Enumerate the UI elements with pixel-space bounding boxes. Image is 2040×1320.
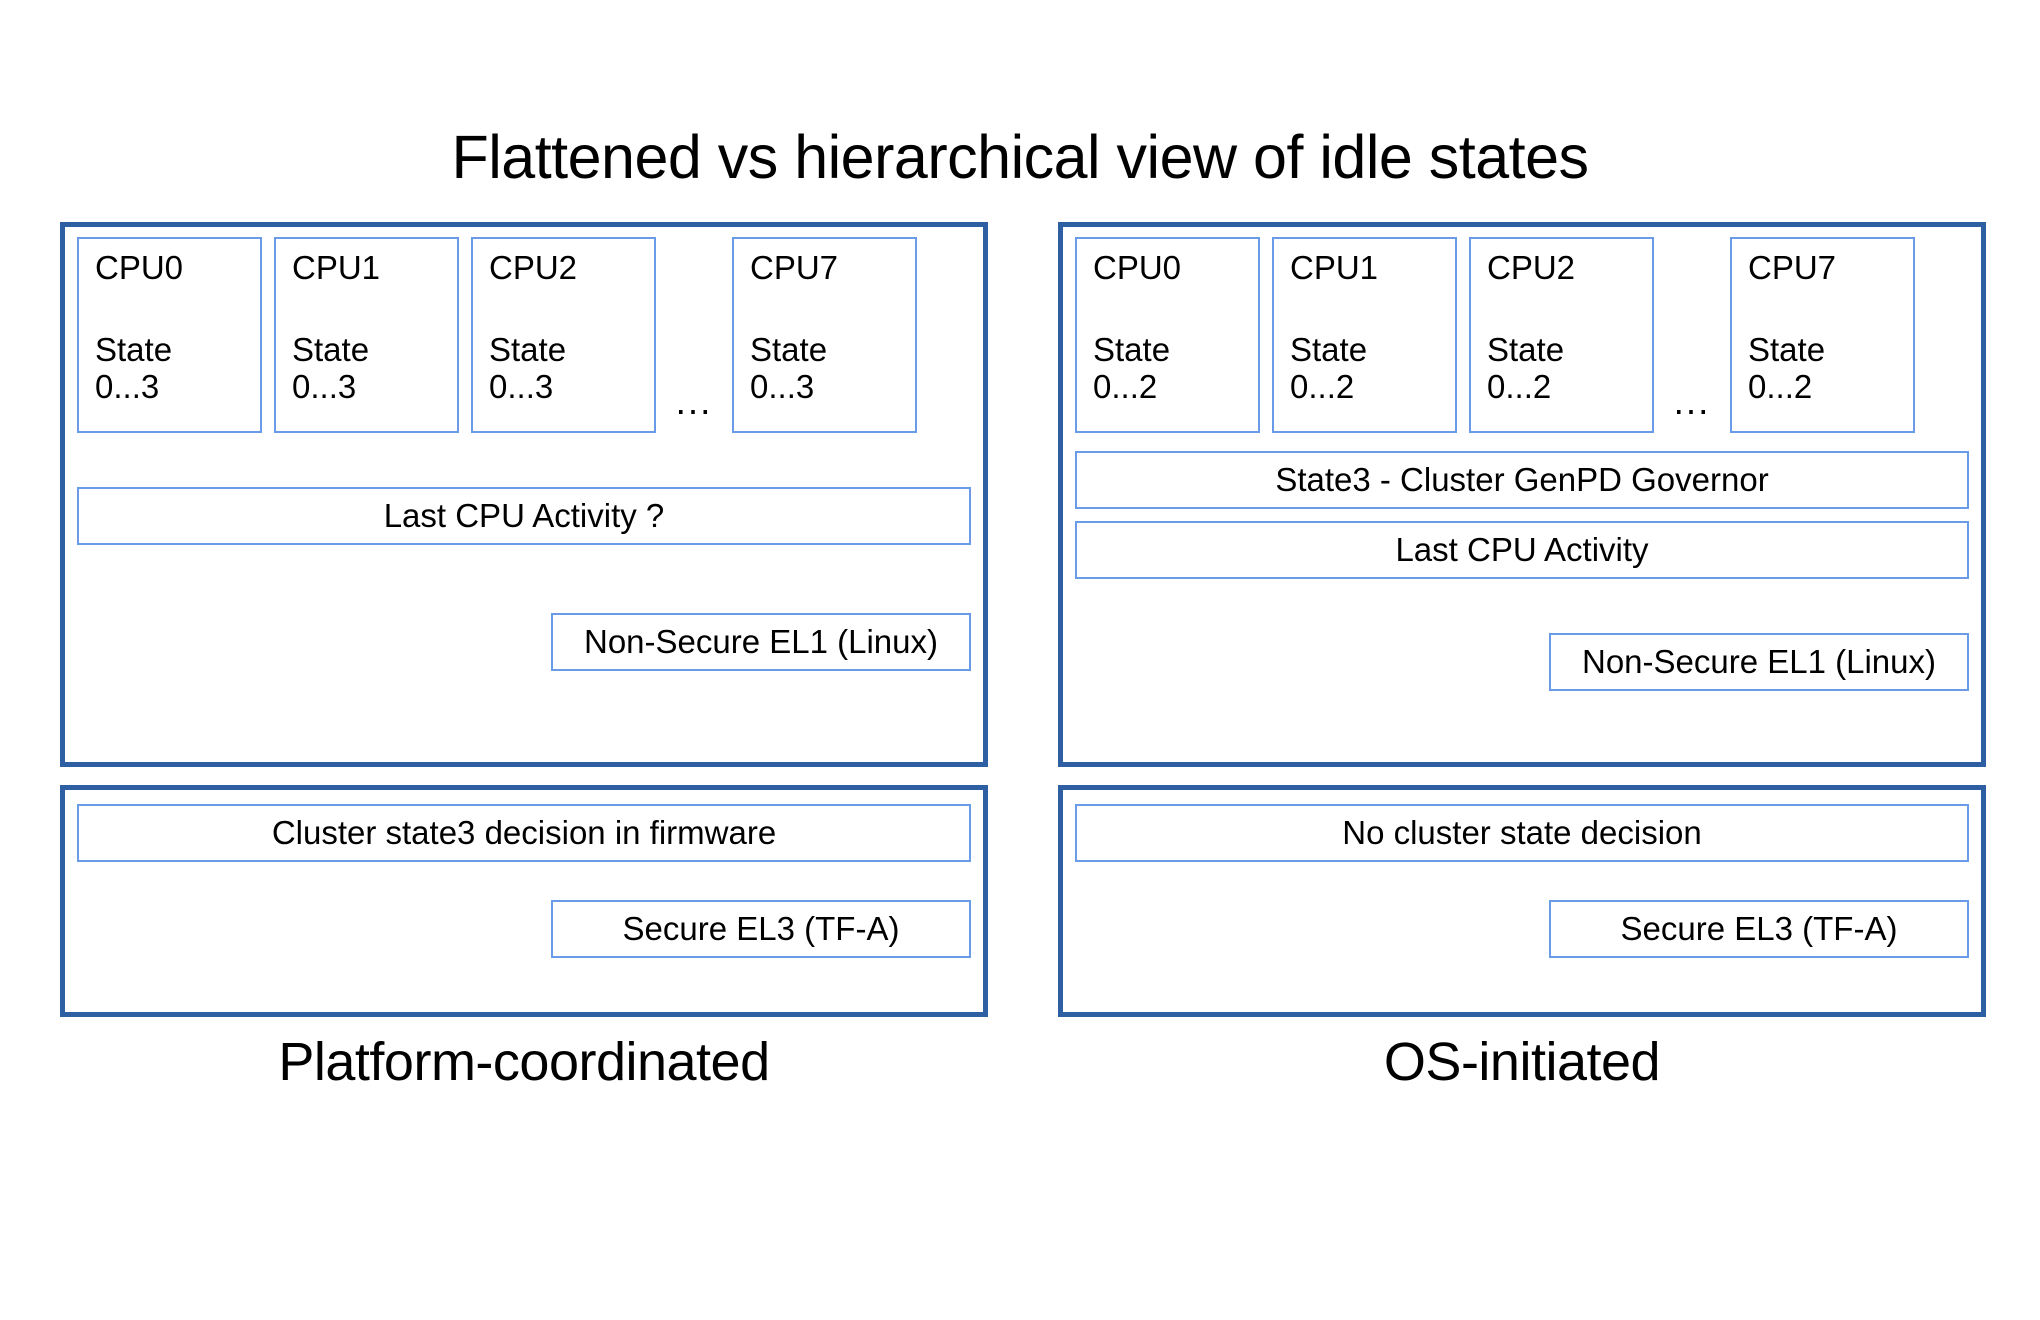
- el1-tag-row-right: Non-Secure EL1 (Linux): [1075, 633, 1969, 691]
- cpu-state-range: State 0...3: [750, 331, 828, 405]
- cpu-label: CPU2: [489, 249, 578, 286]
- column-os-initiated: CPU0 State 0...2 CPU1 State 0...2 CPU2 S…: [1058, 222, 1986, 1093]
- firmware-panel-right: No cluster state decision Secure EL3 (TF…: [1058, 785, 1986, 1017]
- cpu-box-cpu2-left[interactable]: CPU2 State 0...3: [471, 237, 656, 433]
- cpu-state-range: State 0...3: [489, 331, 567, 405]
- el3-tag-row-right: Secure EL3 (TF-A): [1075, 900, 1969, 958]
- cpu-state-range: State 0...2: [1290, 331, 1368, 405]
- el3-tag-row-left: Secure EL3 (TF-A): [77, 900, 971, 958]
- secure-el3-tag-left: Secure EL3 (TF-A): [551, 900, 971, 958]
- cpu-ellipsis-right: ...: [1673, 381, 1711, 422]
- cpu-box-cpu1-left[interactable]: CPU1 State 0...3: [274, 237, 459, 433]
- last-cpu-activity-bar-right[interactable]: Last CPU Activity: [1075, 521, 1969, 579]
- cpu-label: CPU0: [95, 249, 184, 286]
- cpu-row-right: CPU0 State 0...2 CPU1 State 0...2 CPU2 S…: [1075, 237, 1969, 437]
- non-secure-el1-tag-right: Non-Secure EL1 (Linux): [1549, 633, 1969, 691]
- os-panel-right: CPU0 State 0...2 CPU1 State 0...2 CPU2 S…: [1058, 222, 1986, 767]
- cpu-state-range: State 0...3: [95, 331, 173, 405]
- cpu-label: CPU7: [1748, 249, 1837, 286]
- page-title: Flattened vs hierarchical view of idle s…: [451, 123, 1589, 191]
- cpu-label: CPU1: [1290, 249, 1379, 286]
- cluster-decision-bar-right[interactable]: No cluster state decision: [1075, 804, 1969, 862]
- cpu-box-cpu0-left[interactable]: CPU0 State 0...3: [77, 237, 262, 433]
- secure-el3-tag-right: Secure EL3 (TF-A): [1549, 900, 1969, 958]
- caption-platform-coordinated: Platform-coordinated: [278, 1032, 770, 1092]
- cpu-box-cpu0-right[interactable]: CPU0 State 0...2: [1075, 237, 1260, 433]
- os-panel-left: CPU0 State 0...3 CPU1 State 0...3 CPU2 S…: [60, 222, 988, 767]
- cpu-box-cpu7-right[interactable]: CPU7 State 0...2: [1730, 237, 1915, 433]
- non-secure-el1-tag-left: Non-Secure EL1 (Linux): [551, 613, 971, 671]
- cpu-row-left: CPU0 State 0...3 CPU1 State 0...3 CPU2 S…: [77, 237, 971, 437]
- cpu-label: CPU1: [292, 249, 381, 286]
- caption-os-initiated: OS-initiated: [1383, 1032, 1661, 1092]
- firmware-panel-left: Cluster state3 decision in firmware Secu…: [60, 785, 988, 1017]
- cpu-box-cpu7-left[interactable]: CPU7 State 0...3: [732, 237, 917, 433]
- cpu-box-cpu2-right[interactable]: CPU2 State 0...2: [1469, 237, 1654, 433]
- cpu-label: CPU0: [1093, 249, 1182, 286]
- el1-tag-row-left: Non-Secure EL1 (Linux): [77, 613, 971, 671]
- cpu-state-range: State 0...2: [1093, 331, 1171, 405]
- cpu-state-range: State 0...3: [292, 331, 370, 405]
- cpu-ellipsis-left: ...: [675, 381, 713, 422]
- cluster-genpd-governor-bar-right[interactable]: State3 - Cluster GenPD Governor: [1075, 451, 1969, 509]
- column-platform-coordinated: CPU0 State 0...3 CPU1 State 0...3 CPU2 S…: [60, 222, 988, 1093]
- cpu-box-cpu1-right[interactable]: CPU1 State 0...2: [1272, 237, 1457, 433]
- cpu-label: CPU7: [750, 249, 839, 286]
- cpu-label: CPU2: [1487, 249, 1576, 286]
- last-cpu-activity-bar-left[interactable]: Last CPU Activity ?: [77, 487, 971, 545]
- cpu-state-range: State 0...2: [1487, 331, 1565, 405]
- cpu-state-range: State 0...2: [1748, 331, 1826, 405]
- cluster-decision-bar-left[interactable]: Cluster state3 decision in firmware: [77, 804, 971, 862]
